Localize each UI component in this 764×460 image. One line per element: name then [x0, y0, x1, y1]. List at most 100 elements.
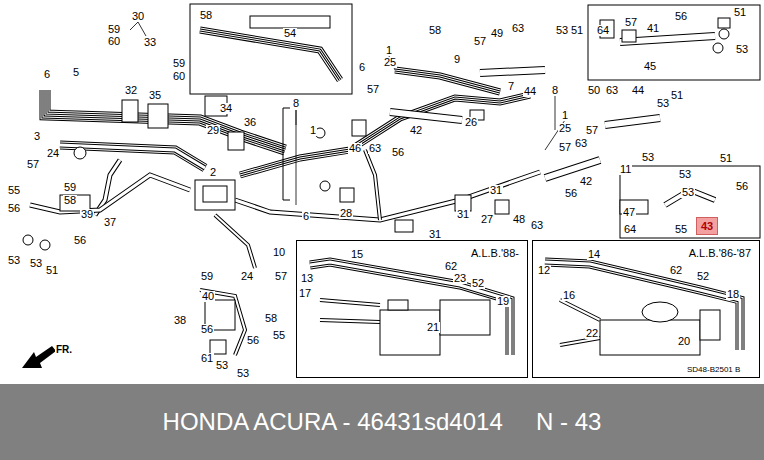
callout-number: 39 [80, 209, 94, 220]
callout-number: 49 [490, 28, 504, 39]
variant-inset-box: A.L.B.'86-'87 [532, 240, 760, 378]
callout-number: 15 [350, 249, 364, 260]
callout-number: 57 [274, 271, 288, 282]
callout-number: FR. [55, 344, 73, 355]
callout-number: 53 [681, 187, 695, 198]
callout-number: 11 [619, 164, 632, 175]
callout-number: 6 [302, 211, 310, 222]
callout-number: 55 [7, 185, 21, 196]
callout-number: 58 [264, 313, 278, 324]
callout-number: 10 [272, 247, 286, 258]
callout-number: 51 [570, 25, 584, 36]
callout-number: 53 [678, 169, 692, 180]
callout-number: 5 [72, 67, 80, 78]
box-heading: A.L.B.'86-'87 [541, 247, 751, 260]
callout-number: 56 [391, 147, 405, 158]
callout-number: 40 [201, 291, 215, 302]
callout-number: 53 [656, 98, 670, 109]
callout-number: 14 [587, 249, 601, 260]
callout-number: 30 [131, 11, 145, 22]
callout-number: 59 [200, 271, 214, 282]
callout-number: 53 [641, 152, 655, 163]
callout-number: 56 [564, 188, 578, 199]
callout-number: 42 [409, 125, 423, 136]
callout-number: 57 [585, 125, 599, 136]
callout-number: 31 [489, 185, 503, 196]
callout-number: 52 [696, 271, 710, 282]
callout-number: 59 [172, 58, 186, 69]
callout-number: 63 [511, 23, 525, 34]
callout-number: 31 [456, 209, 470, 220]
callout-number: 21 [426, 322, 440, 333]
callout-number: 53 [7, 255, 21, 266]
callout-number: 34 [219, 103, 233, 114]
callout-number: 46 [348, 143, 362, 154]
callout-number: 53 [735, 44, 749, 55]
callout-number: 57 [473, 36, 487, 47]
box-heading: A.L.B.'88- [305, 247, 519, 260]
callout-number: 55 [674, 224, 688, 235]
callout-number: 31 [428, 229, 442, 240]
callout-number: 62 [669, 265, 683, 276]
callout-number: 56 [7, 203, 21, 214]
callout-number: 6 [358, 62, 366, 73]
callout-number: 28 [339, 208, 353, 219]
callout-number: 57 [624, 17, 638, 28]
callout-number: 26 [464, 117, 478, 128]
callout-number: 63 [368, 143, 382, 154]
callout-number: 58 [63, 195, 77, 206]
callout-number: 55 [272, 330, 286, 341]
callout-number: 35 [148, 90, 162, 101]
callout-number: 38 [173, 315, 187, 326]
callout-number: 23 [453, 273, 467, 284]
callout-number: 56 [735, 181, 749, 192]
callout-number: 56 [674, 11, 688, 22]
callout-number: 24 [240, 271, 254, 282]
callout-number: 51 [670, 90, 684, 101]
callout-number: 20 [677, 336, 691, 347]
callout-number: 57 [26, 159, 40, 170]
callout-number: 36 [243, 117, 257, 128]
callout-number: 53 [215, 360, 229, 371]
callout-number: 17 [298, 288, 312, 299]
callout-number: 18 [726, 289, 740, 300]
callout-number: 63 [530, 220, 544, 231]
callout-number: 45 [643, 61, 657, 72]
callout-number: 53 [555, 25, 569, 36]
callout-number: 56 [200, 324, 214, 335]
callout-number: 3 [33, 131, 41, 142]
callout-number: 42 [579, 176, 593, 187]
box-heading: HONDA ACURA - 46431sd4014 N - 43 [163, 408, 602, 436]
callout-number: 54 [283, 28, 297, 39]
callout-number: 8 [551, 85, 559, 96]
callout-number: 24 [46, 148, 60, 159]
callout-number: 19 [496, 296, 510, 307]
callout-number: 57 [366, 84, 380, 95]
callout-number: 7 [507, 81, 515, 92]
callout-number: 63 [574, 138, 588, 149]
callout-number: 2 [209, 167, 217, 178]
callout-number: 53 [29, 258, 43, 269]
callout-number: 44 [631, 85, 645, 96]
callout-number: 59 [107, 24, 121, 35]
callout-number: 27 [480, 214, 494, 225]
callout-number: 52 [471, 278, 485, 289]
callout-number: 16 [562, 290, 576, 301]
callout-number: 53 [236, 368, 250, 379]
highlighted-callout: 43 [696, 217, 718, 235]
drawing-code: SD48-B2501 B [686, 365, 741, 374]
callout-number: 61 [200, 353, 214, 364]
callout-number: 56 [246, 335, 260, 346]
callout-number: 33 [143, 37, 157, 48]
callout-number: 1 [385, 45, 393, 56]
callout-number: 9 [453, 54, 461, 65]
callout-number: 44 [523, 86, 537, 97]
callout-number: 13 [300, 273, 314, 284]
callout-number: 58 [428, 25, 442, 36]
box-heading: 43 [701, 220, 713, 233]
variant-inset-box: A.L.B.'88- [296, 240, 528, 378]
callout-number: 1 [309, 125, 317, 136]
callout-number: 8 [292, 98, 300, 109]
callout-number: 51 [719, 153, 733, 164]
